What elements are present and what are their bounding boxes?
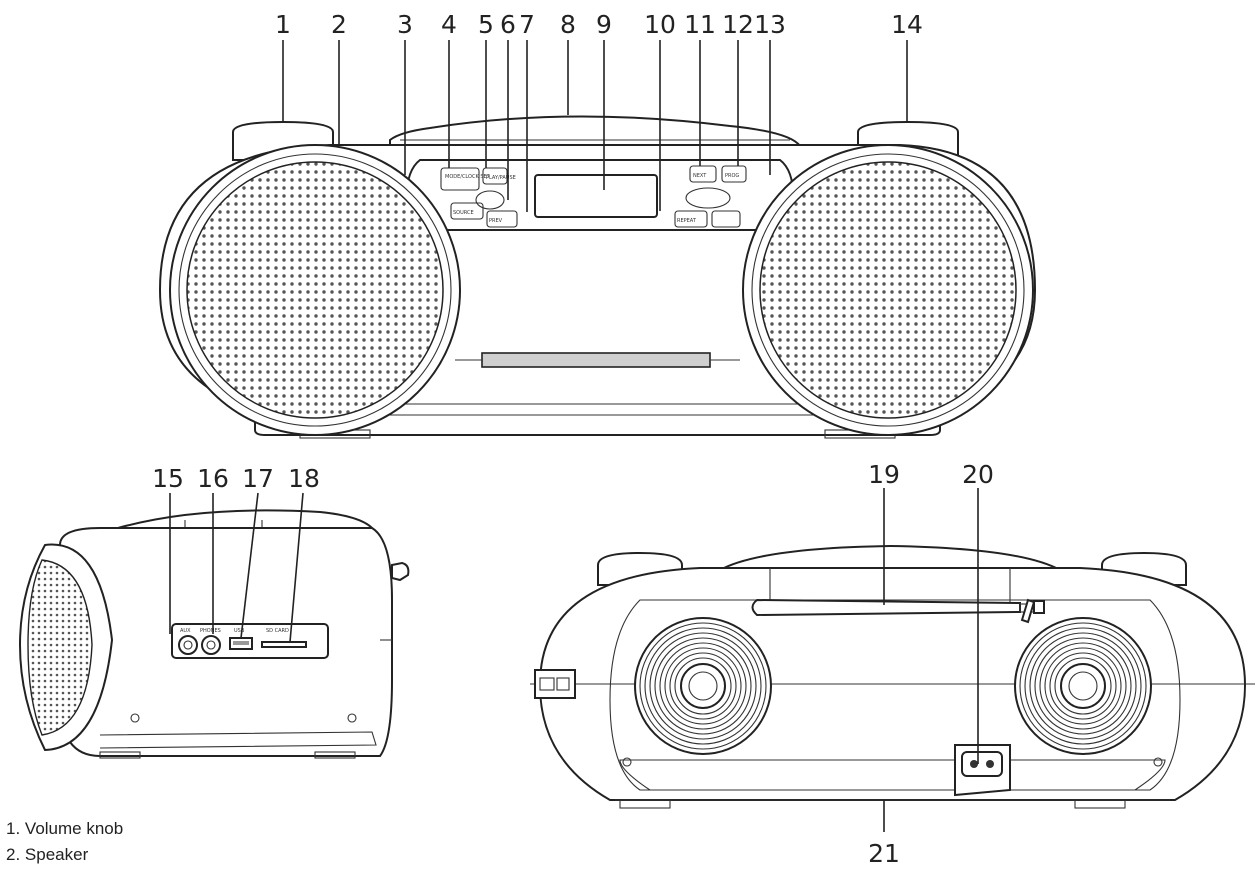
- callout-4: 4: [441, 10, 457, 39]
- speaker-left-grill: [186, 161, 444, 419]
- handle-slot: [481, 352, 711, 368]
- phones-jack[interactable]: PHONES: [200, 628, 221, 655]
- callout-13: 13: [754, 10, 786, 39]
- svg-text:SD CARD: SD CARD: [266, 628, 289, 634]
- callout-3: 3: [397, 10, 413, 39]
- callout-7: 7: [519, 10, 535, 39]
- aux-jack[interactable]: AUX: [178, 628, 198, 655]
- button-dbbs[interactable]: [685, 187, 731, 209]
- callout-16: 16: [197, 464, 229, 493]
- callout-1: 1: [275, 10, 291, 39]
- speaker-right-rim-inner: [751, 153, 1025, 427]
- legend-item: 1. Volume knob: [6, 816, 123, 842]
- svg-text:PLAY/PAUSE: PLAY/PAUSE: [486, 175, 516, 181]
- button-eject[interactable]: [711, 210, 741, 228]
- callout-9: 9: [596, 10, 612, 39]
- svg-text:MODE/CLOCK SET: MODE/CLOCK SET: [445, 174, 491, 180]
- callout-21: 21: [868, 839, 900, 868]
- callout-19: 19: [868, 460, 900, 489]
- button-mode[interactable]: MODE/CLOCK SET: [440, 167, 491, 191]
- parts-legend: 1. Volume knob 2. Speaker: [6, 816, 123, 868]
- legend-number: 2.: [6, 845, 21, 864]
- callout-20: 20: [962, 460, 994, 489]
- svg-text:AUX: AUX: [180, 628, 191, 634]
- legend-text: Volume knob: [24, 819, 124, 838]
- button-standby[interactable]: [475, 190, 505, 210]
- button-prev[interactable]: PREV: [486, 210, 518, 228]
- side-view: AUX PHONES USB SD CARD: [18, 509, 410, 759]
- callout-15: 15: [152, 464, 184, 493]
- svg-text:USB: USB: [234, 628, 245, 634]
- side-callouts: 15 16 17 18: [152, 464, 320, 643]
- back-speaker-right: [1014, 617, 1152, 755]
- front-callouts: [282, 40, 908, 212]
- back-speaker-left: [634, 617, 772, 755]
- display-window: [534, 174, 658, 218]
- legend-item: 2. Speaker: [6, 842, 123, 868]
- callout-12: 12: [722, 10, 754, 39]
- button-play[interactable]: PLAY/PAUSE: [482, 167, 516, 185]
- speaker-left-rim-inner: [178, 153, 452, 427]
- button-next[interactable]: NEXT: [689, 165, 717, 183]
- ac-power-socket[interactable]: [954, 744, 1011, 797]
- callout-8: 8: [560, 10, 576, 39]
- svg-text:REPEAT: REPEAT: [677, 218, 697, 224]
- svg-text:PHONES: PHONES: [200, 628, 221, 634]
- svg-text:SOURCE: SOURCE: [453, 210, 474, 216]
- front-view: MODE/CLOCK SET PLAY/PAUSE SOURCE PREV NE…: [158, 115, 1037, 439]
- callout-2: 2: [331, 10, 347, 39]
- button-repeat[interactable]: REPEAT: [674, 210, 708, 228]
- callout-11: 11: [684, 10, 716, 39]
- front-callout-numbers: 1 2 3 4 5 6 7 8 9 10 11 12 13 14: [275, 10, 923, 39]
- telescopic-antenna: [751, 598, 1045, 624]
- button-prog[interactable]: PROG: [721, 165, 747, 183]
- button-source[interactable]: SOURCE: [450, 202, 484, 220]
- callout-5: 5: [478, 10, 494, 39]
- back-callouts: 19 20 21: [868, 460, 994, 868]
- callout-10: 10: [644, 10, 676, 39]
- svg-text:NEXT: NEXT: [693, 173, 707, 179]
- callout-18: 18: [288, 464, 320, 493]
- back-view: [530, 544, 1255, 809]
- callout-17: 17: [242, 464, 274, 493]
- callout-6: 6: [500, 10, 516, 39]
- legend-text: Speaker: [24, 845, 89, 864]
- callout-14: 14: [891, 10, 923, 39]
- legend-number: 1.: [6, 819, 21, 838]
- svg-text:PREV: PREV: [489, 218, 503, 224]
- sd-slot[interactable]: SD CARD: [261, 628, 307, 648]
- svg-text:PROG: PROG: [725, 173, 739, 179]
- speaker-right-grill: [759, 161, 1017, 419]
